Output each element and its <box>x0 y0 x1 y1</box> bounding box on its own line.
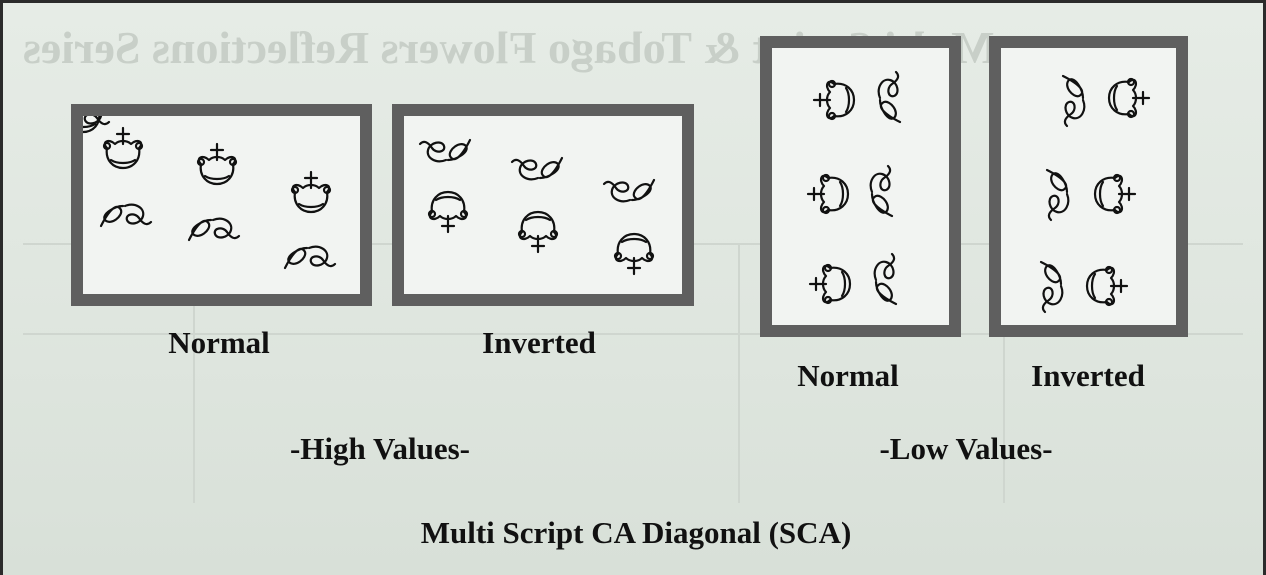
bleed-through-rule <box>738 243 740 503</box>
frame-low-values-inverted <box>989 36 1188 337</box>
bleed-through-rule <box>1003 243 1005 503</box>
label-high-inverted: Inverted <box>482 325 596 360</box>
label-low-normal: Normal <box>797 358 899 393</box>
group-label-high-values: -High Values- <box>289 431 471 466</box>
label-low-inverted: Inverted <box>1031 358 1145 393</box>
frame-high-values-inverted <box>392 104 694 306</box>
glyph-set-high-normal <box>83 116 337 270</box>
glyph-set-low-normal <box>806 70 902 306</box>
label-high-normal: Normal <box>168 325 270 360</box>
group-label-low-values: -Low Values- <box>879 431 1053 466</box>
frame-low-values-normal <box>760 36 961 337</box>
script-signature-glyph <box>83 116 111 126</box>
crown-cross-glyph <box>83 116 101 134</box>
glyph-set-low-inverted <box>1039 74 1151 314</box>
glyph-set-high-inverted <box>418 138 656 276</box>
figure-caption: Multi Script CA Diagonal (SCA) <box>420 515 852 550</box>
frame-high-values-normal <box>71 104 372 306</box>
bleed-through-rule <box>23 333 1243 335</box>
bleed-through-rule <box>193 243 195 503</box>
